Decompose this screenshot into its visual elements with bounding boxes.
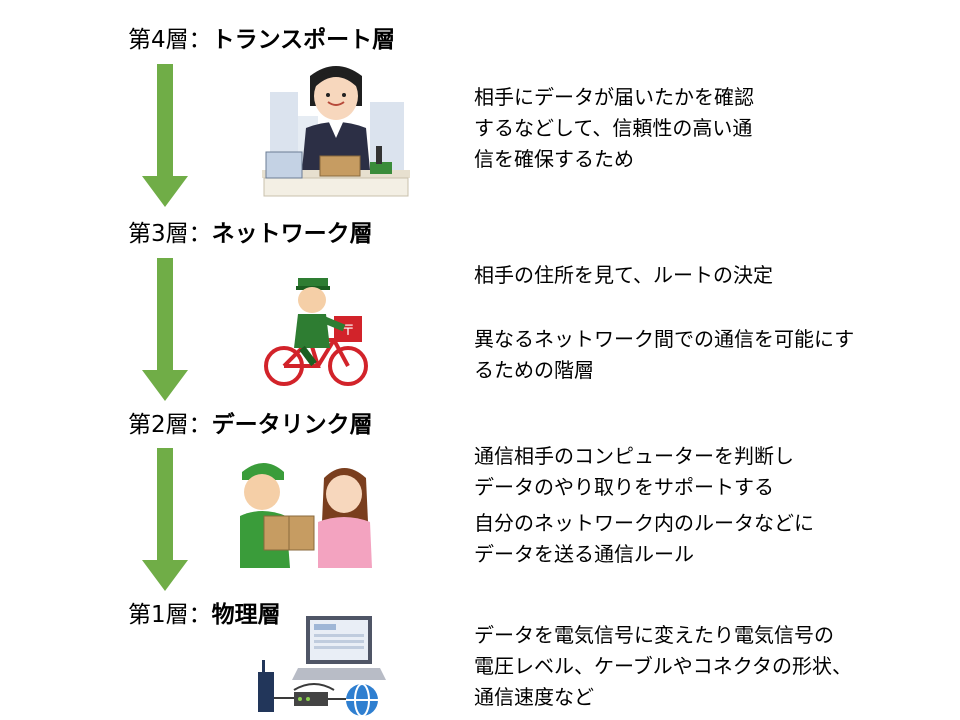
layer-4-name: トランスポート層	[211, 27, 396, 53]
description-line: データを電気信号に変えたり電気信号の	[474, 623, 834, 647]
layer-2-name: データリンク層	[211, 412, 373, 438]
description-line: 相手の住所を見て、ルートの決定	[474, 263, 773, 287]
laptop-router-globe-illustration	[258, 616, 386, 717]
layer-4-description: 相手にデータが届いたかを確認 するなどして、信頼性の高い通 信を確保するため	[474, 82, 754, 175]
layer-2-prefix: 第2層：	[128, 412, 212, 438]
layer-1-name: 物理層	[211, 602, 281, 628]
reception-desk-clerk-illustration	[262, 66, 410, 197]
down-arrow-icon	[142, 64, 188, 207]
layer-1-title: 第1層：物理層	[128, 600, 281, 630]
description-line: 通信相手のコンピューターを判断し	[474, 444, 794, 468]
layer-2-description-2: 自分のネットワーク内のルータなどに データを送る通信ルール	[474, 508, 814, 570]
postman-bicycle-illustration: 〒	[264, 278, 368, 386]
layer-3-name: ネットワーク層	[211, 221, 373, 247]
layer-3-description-2: 異なるネットワーク間での通信を可能にす るための階層	[474, 324, 854, 386]
description-line: 相手にデータが届いたかを確認	[474, 85, 754, 109]
layer-3-prefix: 第3層：	[128, 221, 212, 247]
layer-3-title: 第3層：ネットワーク層	[128, 219, 373, 249]
layer-3-description-1: 相手の住所を見て、ルートの決定	[474, 260, 773, 291]
layer-4-title: 第4層：トランスポート層	[128, 25, 395, 55]
layer-1-prefix: 第1層：	[128, 602, 212, 628]
down-arrow-icon	[142, 258, 188, 401]
description-line: データのやり取りをサポートする	[474, 475, 774, 499]
layer-4-prefix: 第4層：	[128, 27, 212, 53]
description-line: るための階層	[474, 358, 594, 382]
description-line: 電圧レベル、ケーブルやコネクタの形状、	[474, 654, 852, 678]
description-line: 自分のネットワーク内のルータなどに	[474, 511, 814, 535]
description-line: するなどして、信頼性の高い通	[474, 116, 753, 140]
svg-text:〒: 〒	[341, 323, 355, 339]
layer-2-description-1: 通信相手のコンピューターを判断し データのやり取りをサポートする	[474, 441, 794, 503]
description-line: データを送る通信ルール	[474, 542, 694, 566]
delivery-handover-illustration	[240, 463, 372, 568]
description-line: 信を確保するため	[474, 147, 634, 171]
down-arrow-icon	[142, 448, 188, 591]
layer-2-title: 第2層：データリンク層	[128, 410, 373, 440]
description-line: 異なるネットワーク間での通信を可能にす	[474, 327, 855, 351]
description-line: 通信速度など	[474, 685, 594, 709]
layer-1-description: データを電気信号に変えたり電気信号の 電圧レベル、ケーブルやコネクタの形状、 通…	[474, 620, 852, 713]
